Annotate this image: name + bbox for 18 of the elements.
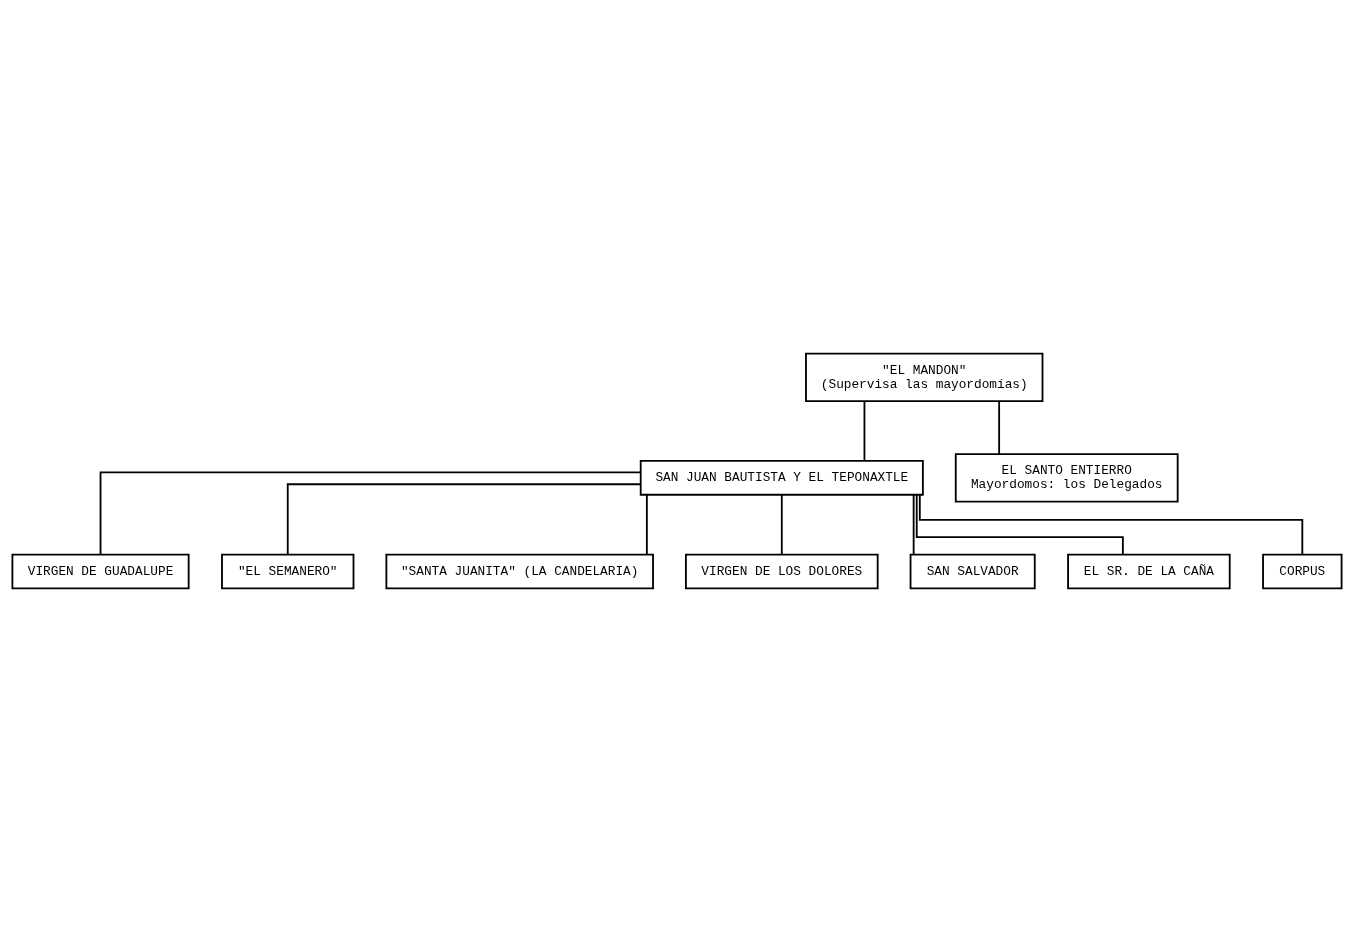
node-box: VIRGEN DE LOS DOLORES <box>685 553 879 590</box>
connector <box>918 494 1304 556</box>
node-box: CORPUS <box>1262 553 1343 590</box>
node-box: "EL MANDON" (Supervisa las mayordomías) <box>805 352 1044 403</box>
connector <box>99 471 642 556</box>
connector <box>863 400 866 462</box>
node-box: VIRGEN DE GUADALUPE <box>11 553 190 590</box>
node-box: EL SANTO ENTIERRO Mayordomos: los Delegados <box>954 453 1179 503</box>
connector <box>912 494 915 556</box>
connector <box>645 494 648 556</box>
connector <box>286 483 642 556</box>
node-box: "EL SEMANERO" <box>221 553 355 590</box>
node-box: SAN JUAN BAUTISTA Y EL TEPONAXTLE <box>639 460 924 496</box>
node-box: EL SR. DE LA CAÑA <box>1067 553 1231 590</box>
node-box: "SANTA JUANITA" (LA CANDELARIA) <box>385 553 654 590</box>
connector <box>780 494 783 556</box>
connector <box>998 400 1001 455</box>
node-box: SAN SALVADOR <box>909 553 1036 590</box>
